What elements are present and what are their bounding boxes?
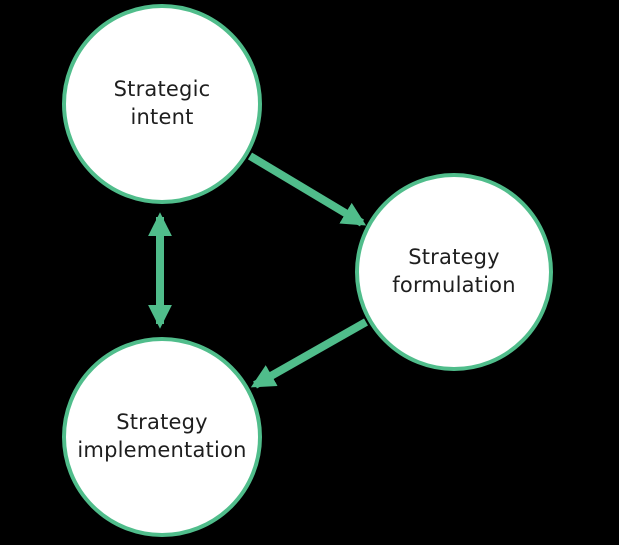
node-strategic-intent: Strategic intent <box>62 4 262 204</box>
node-strategy-formulation: Strategy formulation <box>355 173 553 371</box>
edge-formulation-to-implementation-arrow <box>250 318 368 389</box>
node-strategy-formulation-label: Strategy formulation <box>392 245 516 297</box>
node-strategy-implementation-label: Strategy implementation <box>77 410 247 462</box>
node-strategic-intent-label: Strategic intent <box>113 77 211 129</box>
node-strategy-implementation: Strategy implementation <box>62 337 262 537</box>
edge-intent-to-formulation-arrow <box>247 152 367 227</box>
